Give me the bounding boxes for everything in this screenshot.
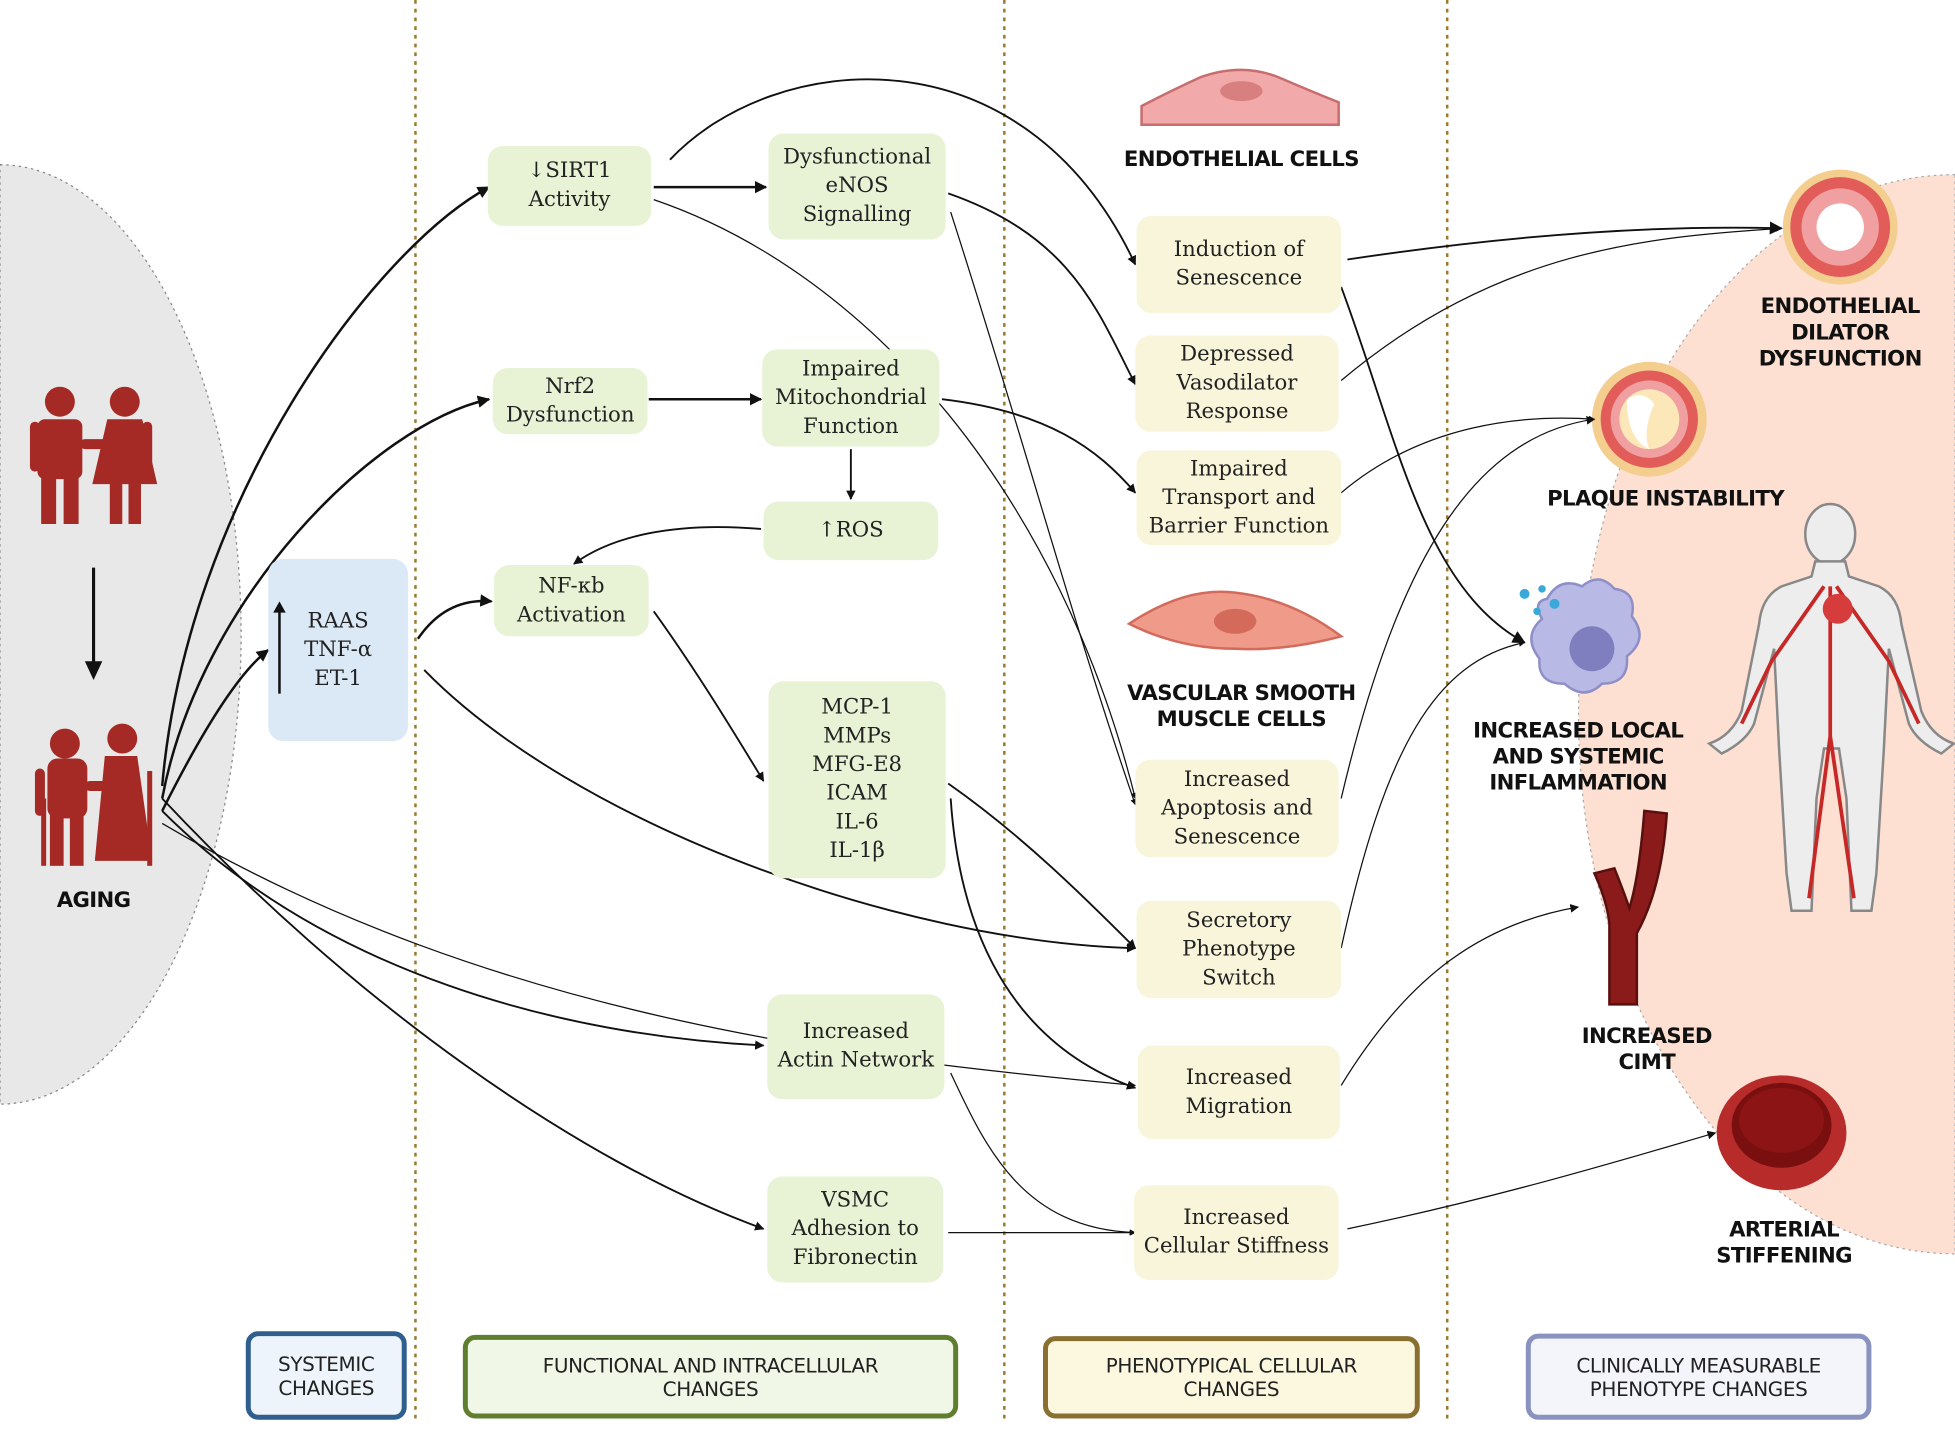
arrow-mcp-secretory [947, 782, 1136, 949]
vasodilator-box: Depressed Vasodilator Response [1135, 335, 1339, 432]
endothelial-cell-icon [1140, 68, 1340, 127]
secretory-box: Secretory Phenotype Switch [1136, 900, 1342, 999]
human-body-vessels-icon [1706, 502, 1955, 912]
transport-box: Impaired Transport and Barrier Function [1136, 450, 1342, 546]
arrow-systemic-secretory [423, 669, 1137, 953]
systemic-factors-box: RAAS TNF-α ET-1 [268, 558, 408, 742]
systemic-factors-text: RAAS TNF-α ET-1 [304, 608, 373, 691]
macrophage-icon [1519, 578, 1641, 694]
artery-cross-section-icon [1782, 169, 1898, 285]
legend-clinical: CLINICALLY MEASURABLE PHENOTYPE CHANGES [1525, 1333, 1872, 1420]
arrow-aging-migration [161, 822, 1136, 1088]
arrow-sirt1-apoptosis [653, 199, 1137, 800]
arrow-enos-vasodilator [947, 192, 1137, 386]
sirt1-box: ↓SIRT1 Activity [487, 145, 652, 226]
arrow-secretory-inflammation [1340, 640, 1526, 949]
arrow-aging-sirt1 [160, 186, 491, 787]
inflammation-label: INCREASED LOCAL AND SYSTEMIC INFLAMMATIO… [1473, 718, 1684, 796]
arrow-aging-actin [161, 810, 765, 1050]
arrow-actin-stiffness [950, 1072, 1136, 1236]
arrow-aging-systemic [161, 649, 270, 812]
arrow-senescence-dilator [1347, 221, 1783, 261]
apoptosis-box: Increased Apoptosis and Senescence [1135, 759, 1339, 858]
arrow-enos-apoptosis [950, 211, 1137, 806]
migration-box: Increased Migration [1137, 1045, 1340, 1140]
arrow-nfkb-mcp [652, 610, 765, 782]
arrow-stiffness-arterial [1347, 1130, 1717, 1230]
up-arrowhead-icon [273, 601, 286, 613]
arrow-transport-plaque [1340, 415, 1596, 494]
legend-phenotypical: PHENOTYPICAL CELLULAR CHANGES [1042, 1336, 1420, 1419]
carotid-artery-icon [1592, 809, 1669, 1006]
stiffness-box: Increased Cellular Stiffness [1134, 1185, 1339, 1281]
smooth-muscle-cell-icon [1126, 590, 1344, 651]
actin-box: Increased Actin Network [767, 994, 945, 1100]
mcp-box: MCP-1 MMPs MFG-E8 ICAM IL-6 IL-1β [768, 681, 946, 879]
mito-box: Impaired Mitochondrial Function [762, 349, 940, 447]
ros-box: ↑ROS [763, 501, 939, 561]
arrow-mcp-migration [949, 798, 1137, 1090]
arrow-systemic-nfkb [416, 594, 493, 640]
aging-label: AGING [56, 888, 131, 914]
arrow-aging-adhesion [161, 797, 765, 1231]
adhesion-box: VSMC Adhesion to Fibronectin [767, 1176, 944, 1283]
arterial-stiffening-label: ARTERIAL STIFFENING [1716, 1217, 1852, 1269]
senescence-box: Induction of Senescence [1136, 215, 1342, 314]
vsmc-label: VASCULAR SMOOTH MUSCLE CELLS [1127, 681, 1356, 733]
arrow-apoptosis-plaque [1340, 415, 1596, 799]
arrow-migration-cimt [1340, 904, 1580, 1086]
young-couple-icon [29, 386, 158, 524]
elderly-couple-icon [34, 723, 153, 866]
nrf2-box: Nrf2 Dysfunction [492, 368, 648, 435]
nfkb-box: NF-κb Activation [494, 565, 649, 637]
plaque-instability-label: PLAQUE INSTABILITY [1547, 486, 1784, 512]
plaque-artery-icon [1591, 361, 1707, 477]
endothelial-dilator-label: ENDOTHELIAL DILATOR DYSFUNCTION [1758, 294, 1923, 372]
arrow-ros-nfkb [573, 526, 762, 565]
arrow-senescence-inflammation [1340, 286, 1526, 644]
legend-systemic: SYSTEMIC CHANGES [245, 1331, 407, 1420]
arrow-vasodilator-dilator [1340, 225, 1783, 381]
legend-functional: FUNCTIONAL AND INTRACELLULAR CHANGES [462, 1334, 959, 1419]
arrow-sirt1-senescence [669, 78, 1137, 266]
enos-box: Dysfunctional eNOS Signalling [768, 133, 946, 240]
arrow-aging-nrf2 [160, 395, 491, 799]
cimt-label: INCREASED CIMT [1581, 1024, 1713, 1076]
arrow-mito-transport [941, 398, 1137, 494]
endothelial-cells-label: ENDOTHELIAL CELLS [1123, 147, 1360, 173]
up-arrow-icon [278, 606, 281, 694]
stiff-artery-icon [1716, 1075, 1847, 1191]
